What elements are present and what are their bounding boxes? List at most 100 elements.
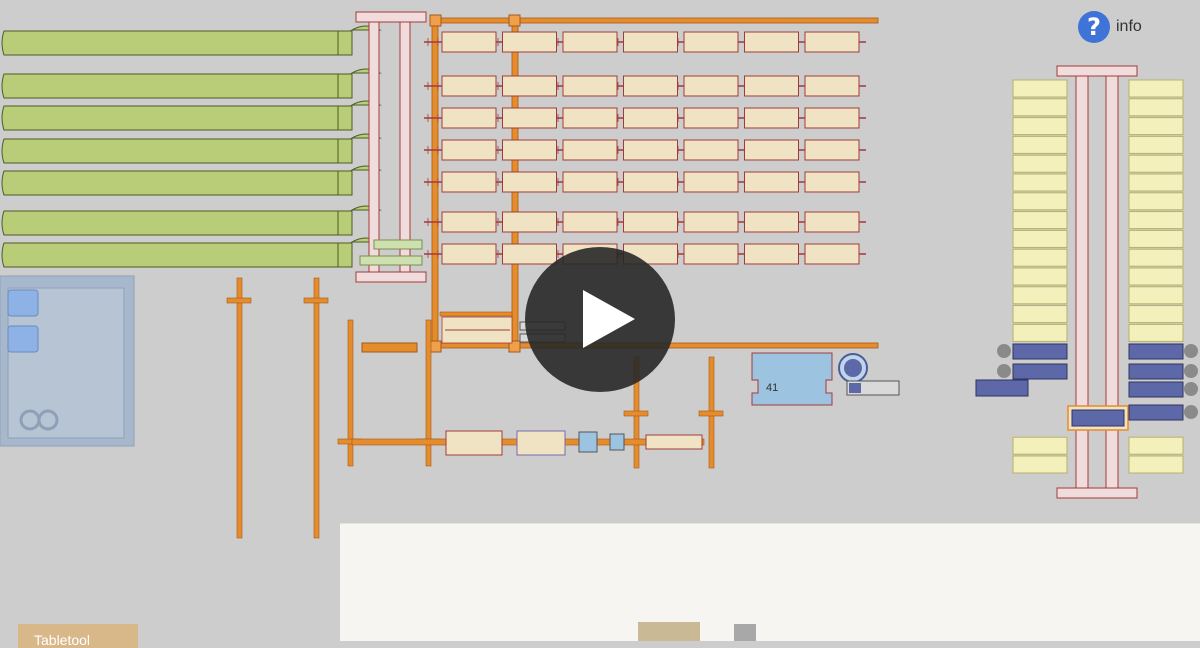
rack-cell xyxy=(683,31,739,53)
rack-cell xyxy=(683,243,739,265)
storage-bin xyxy=(1012,455,1068,474)
gauge-icon xyxy=(1184,405,1198,419)
storage-slot xyxy=(1128,343,1184,360)
rack-cell xyxy=(744,243,799,265)
rack-row xyxy=(424,139,866,161)
storage-bin xyxy=(1012,229,1068,248)
rack-cell xyxy=(623,171,678,193)
storage-bin xyxy=(1128,173,1184,192)
storage-bin xyxy=(1128,305,1184,324)
rack-cell xyxy=(804,139,860,161)
storage-bin xyxy=(1012,135,1068,154)
rack-row xyxy=(424,107,866,129)
rack-cell xyxy=(683,171,739,193)
tank xyxy=(1,133,382,164)
storage-bin xyxy=(1128,267,1184,286)
rack-cell xyxy=(683,139,739,161)
rack-cell xyxy=(441,31,497,53)
storage-bin xyxy=(1012,173,1068,192)
tank xyxy=(1,25,382,56)
infinity-icon xyxy=(19,409,59,431)
tabletool-tab[interactable]: Tabletool xyxy=(18,624,138,648)
storage-bin xyxy=(1128,79,1184,98)
rack-cell xyxy=(623,211,678,233)
rack-cell xyxy=(744,107,799,129)
play-button[interactable] xyxy=(525,247,675,392)
rack-cell xyxy=(623,139,678,161)
rack-cell xyxy=(744,75,799,97)
rack-cell xyxy=(804,31,860,53)
rack-cell xyxy=(562,171,618,193)
storage-bin xyxy=(1012,117,1068,136)
info-button[interactable]: ? info xyxy=(1078,11,1142,43)
rack-cell xyxy=(562,211,618,233)
storage-bin xyxy=(1012,98,1068,117)
rack-cell xyxy=(441,139,497,161)
rack-row xyxy=(424,171,866,193)
machine-41[interactable] xyxy=(751,352,833,406)
rack-cell xyxy=(623,107,678,129)
rack-row xyxy=(424,31,866,53)
rack-cell xyxy=(502,31,557,53)
vertical-pipe xyxy=(226,277,252,539)
rack-cell xyxy=(683,107,739,129)
tank-group xyxy=(1,25,382,268)
storage-bin xyxy=(1012,248,1068,267)
tank xyxy=(1,205,382,236)
storage-bin xyxy=(1012,286,1068,305)
play-icon xyxy=(583,290,635,348)
storage-bin xyxy=(1012,436,1068,455)
storage-bin xyxy=(1128,211,1184,230)
storage-bin xyxy=(1128,117,1184,136)
buffer-box[interactable] xyxy=(975,379,1029,397)
rack-row xyxy=(424,211,866,233)
gauge-icon xyxy=(997,344,1011,358)
rack-cell xyxy=(683,75,739,97)
rack-cell xyxy=(441,211,497,233)
tank-header-frame xyxy=(355,11,427,283)
storage-bin xyxy=(1012,211,1068,230)
storage-bin xyxy=(1012,79,1068,98)
rack-cell xyxy=(502,243,557,265)
rack-cell xyxy=(502,139,557,161)
storage-bin xyxy=(1128,98,1184,117)
rack-cell xyxy=(804,171,860,193)
storage-rack xyxy=(997,65,1198,499)
tank xyxy=(1,100,382,131)
rack-cell xyxy=(744,171,799,193)
storage-bin xyxy=(1128,436,1184,455)
storage-bin xyxy=(1012,192,1068,211)
rack-cell xyxy=(623,31,678,53)
gauge-icon xyxy=(1184,364,1198,378)
panel-chip xyxy=(638,622,700,641)
rack-cell xyxy=(744,211,799,233)
rack-cell xyxy=(502,171,557,193)
rack-cell xyxy=(441,75,497,97)
rack-cell xyxy=(502,75,557,97)
rack-cell xyxy=(441,107,497,129)
panel-chip xyxy=(734,624,756,641)
info-label: info xyxy=(1116,18,1142,35)
rack-cell xyxy=(744,31,799,53)
rack-cell xyxy=(562,31,618,53)
storage-bin xyxy=(1128,192,1184,211)
storage-slot xyxy=(1128,404,1184,421)
gauge-icon xyxy=(1184,382,1198,396)
pump-icon[interactable] xyxy=(838,353,900,396)
rack-cell xyxy=(623,75,678,97)
machine-id-label: 41 xyxy=(766,382,779,394)
storage-bin xyxy=(1012,305,1068,324)
storage-slot xyxy=(1012,343,1068,360)
rack-cell xyxy=(804,75,860,97)
rack-cell xyxy=(804,243,860,265)
storage-bin xyxy=(1128,455,1184,474)
rack-row xyxy=(424,75,866,97)
gauge-icon xyxy=(997,364,1011,378)
question-icon: ? xyxy=(1078,11,1110,43)
storage-bin xyxy=(1128,248,1184,267)
storage-bin xyxy=(1012,267,1068,286)
rack-cell xyxy=(562,75,618,97)
conveyor-line xyxy=(351,430,705,456)
storage-slot xyxy=(1128,363,1184,380)
